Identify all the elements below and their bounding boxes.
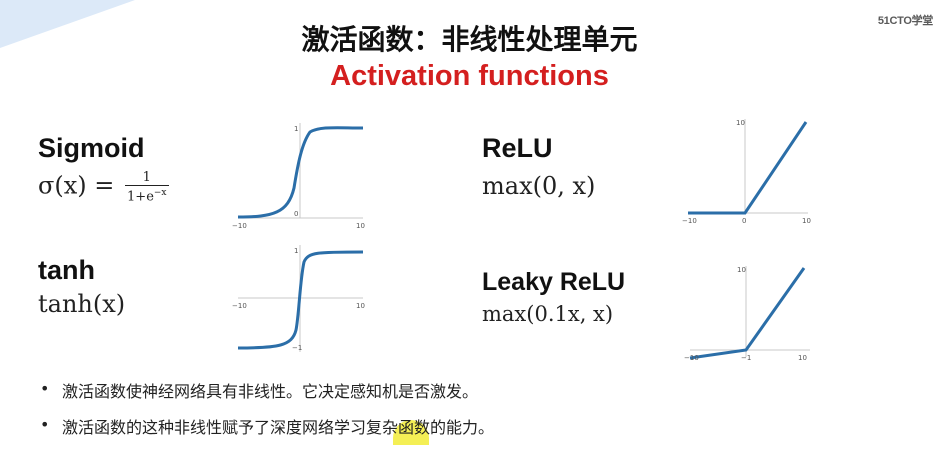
leaky-relu-label: Leaky ReLU (482, 268, 626, 296)
leaky-relu-formula: max(0.1x, x) (482, 302, 614, 326)
relu-label: ReLU (482, 133, 553, 163)
leaky-relu-x-tick-neg1: −1 (741, 354, 751, 362)
cursor-highlight (393, 420, 429, 445)
sigmoid-curve (237, 126, 364, 219)
tanh-x-tick-left: −10 (232, 302, 247, 310)
sigmoid-y-tick-zero: 0 (294, 210, 298, 218)
relu-x-tick-zero: 0 (742, 217, 746, 225)
bullet-text: 激活函数使神经网络具有非线性。它决定感知机是否激发。 (62, 382, 479, 401)
bullet-symbol: • (40, 379, 50, 398)
sigmoid-formula: σ(x) = 1 1+e−x (38, 170, 169, 204)
tanh-plot: −10 10 1 −1 (232, 245, 365, 352)
sigmoid-plot: −10 10 1 0 (232, 123, 365, 230)
tanh-y-tick-bottom: −1 (292, 344, 302, 352)
relu-formula: max(0, x) (482, 172, 596, 200)
leaky-relu-y-tick-top: 10 (737, 266, 746, 274)
sigmoid-x-tick-right: 10 (356, 222, 365, 230)
sigmoid-formula-lhs: σ(x) = (38, 171, 115, 200)
sigmoid-denominator-base: 1+e (127, 189, 154, 205)
leaky-relu-x-tick-right: 10 (798, 354, 807, 362)
sigmoid-exponent: −x (153, 188, 167, 198)
leaky-relu-line (689, 267, 806, 360)
sigmoid-label: Sigmoid (38, 133, 145, 163)
leaky-relu-plot: −10 −1 10 10 (684, 266, 810, 362)
tanh-curve (237, 250, 364, 350)
corner-decoration (0, 0, 135, 48)
tanh-y-tick-top: 1 (294, 247, 298, 255)
sigmoid-numerator: 1 (125, 170, 169, 186)
relu-x-tick-left: −10 (682, 217, 697, 225)
tanh-x-tick-right: 10 (356, 302, 365, 310)
slide-title: 激活函数：非线性处理单元 (301, 23, 638, 56)
tanh-formula: tanh(x) (38, 290, 126, 318)
bullet-text: 激活函数的这种非线性赋予了深度网络学习复杂函数的能力。 (62, 418, 495, 437)
watermark-logo: 51CTO学堂 (877, 15, 933, 27)
sigmoid-x-tick-left: −10 (232, 222, 247, 230)
relu-y-tick-top: 10 (736, 119, 745, 127)
sigmoid-fraction: 1 1+e−x (125, 170, 169, 204)
relu-plot: −10 0 10 10 (682, 119, 811, 225)
bullet-symbol: • (40, 415, 50, 434)
slide-subtitle: Activation functions (330, 60, 609, 92)
sigmoid-denominator: 1+e−x (125, 186, 168, 204)
leaky-relu-x-tick-left: −10 (684, 354, 699, 362)
relu-x-tick-right: 10 (802, 217, 811, 225)
tanh-label: tanh (38, 255, 95, 285)
relu-line (688, 121, 808, 215)
sigmoid-y-tick-top: 1 (294, 125, 298, 133)
